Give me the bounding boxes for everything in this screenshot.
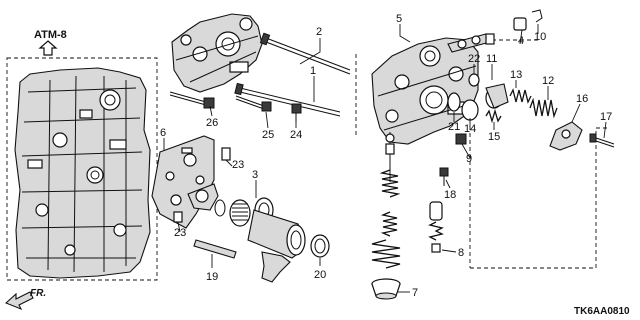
spring-seat-8	[431, 243, 441, 253]
callout-9[interactable]: 9	[466, 153, 472, 165]
callout-16[interactable]: 16	[576, 93, 588, 105]
callout-24[interactable]: 24	[290, 129, 302, 141]
callout-12[interactable]: 12	[542, 75, 554, 87]
bolt-26	[169, 91, 215, 109]
callout-26[interactable]: 26	[206, 117, 218, 129]
lever-16	[549, 121, 583, 151]
servo-body-upper	[171, 13, 263, 93]
valve-stem	[385, 132, 395, 182]
pin-23-upper	[221, 147, 231, 161]
pin-18	[439, 167, 449, 186]
spring-8	[428, 221, 444, 241]
spring-12	[529, 97, 558, 119]
bolt-17	[589, 133, 615, 148]
snap-ring	[214, 199, 226, 217]
callout-14[interactable]: 14	[464, 123, 476, 135]
bolt-long-2	[265, 37, 351, 75]
callout-1[interactable]: 1	[310, 65, 316, 77]
shaft-sleeve	[247, 209, 306, 283]
callout-8[interactable]: 8	[458, 247, 464, 259]
callout-10[interactable]: 10	[534, 31, 546, 43]
direction-label: FR.	[30, 288, 46, 299]
callout-21[interactable]: 21	[448, 121, 460, 133]
pin-23-lower	[173, 211, 183, 223]
callout-15[interactable]: 15	[488, 131, 500, 143]
callout-4[interactable]: 4	[518, 35, 524, 47]
o-ring-20	[310, 234, 330, 258]
callout-20[interactable]: 20	[314, 269, 326, 281]
separator-plate-6	[151, 135, 215, 229]
servo-body-right	[371, 37, 479, 145]
reference-label[interactable]: ATM-8	[34, 29, 67, 41]
callout-11[interactable]: 11	[486, 53, 497, 65]
plug-4	[513, 17, 527, 31]
parking-plate	[187, 183, 219, 211]
spring-middle	[380, 211, 398, 237]
callout-17[interactable]: 17	[600, 111, 612, 123]
callout-7[interactable]: 7	[412, 287, 418, 299]
callout-13[interactable]: 13	[510, 69, 522, 81]
assembly-dashed-lines	[355, 39, 610, 269]
spring-15	[485, 108, 502, 124]
sleeve-11	[485, 83, 509, 109]
callout-18[interactable]: 18	[444, 189, 456, 201]
pin-19	[193, 239, 237, 259]
valve-tube-top	[447, 33, 495, 53]
bolt-long-1	[239, 87, 341, 117]
ring-21	[447, 92, 461, 112]
front-direction-arrow-icon	[4, 291, 34, 311]
bolt-24	[291, 103, 302, 122]
reference-arrow-icon	[38, 40, 58, 56]
drawing-code: TK6AA0810	[574, 306, 630, 317]
spring-cup-7	[371, 278, 401, 300]
o-ring-22	[468, 73, 480, 87]
bolt-25	[235, 95, 272, 112]
spring-13	[509, 88, 532, 104]
callout-5[interactable]: 5	[396, 13, 402, 25]
callout-23-lower[interactable]: 23	[174, 227, 186, 239]
valve-14	[461, 99, 479, 121]
callout-22[interactable]: 22	[468, 53, 480, 65]
callout-25[interactable]: 25	[262, 129, 274, 141]
spring-large	[371, 239, 401, 269]
bolt-9	[455, 133, 467, 145]
callout-6[interactable]: 6	[160, 127, 166, 139]
clip-10	[531, 9, 543, 23]
main-valve-body	[14, 67, 151, 279]
spring-upper	[379, 169, 401, 198]
callout-3[interactable]: 3	[252, 169, 258, 181]
callout-19[interactable]: 19	[206, 271, 218, 283]
leader-lines	[163, 24, 607, 293]
valve-plug-right	[429, 201, 443, 221]
callout-2[interactable]: 2	[316, 26, 322, 38]
callout-23-upper[interactable]: 23	[232, 159, 244, 171]
